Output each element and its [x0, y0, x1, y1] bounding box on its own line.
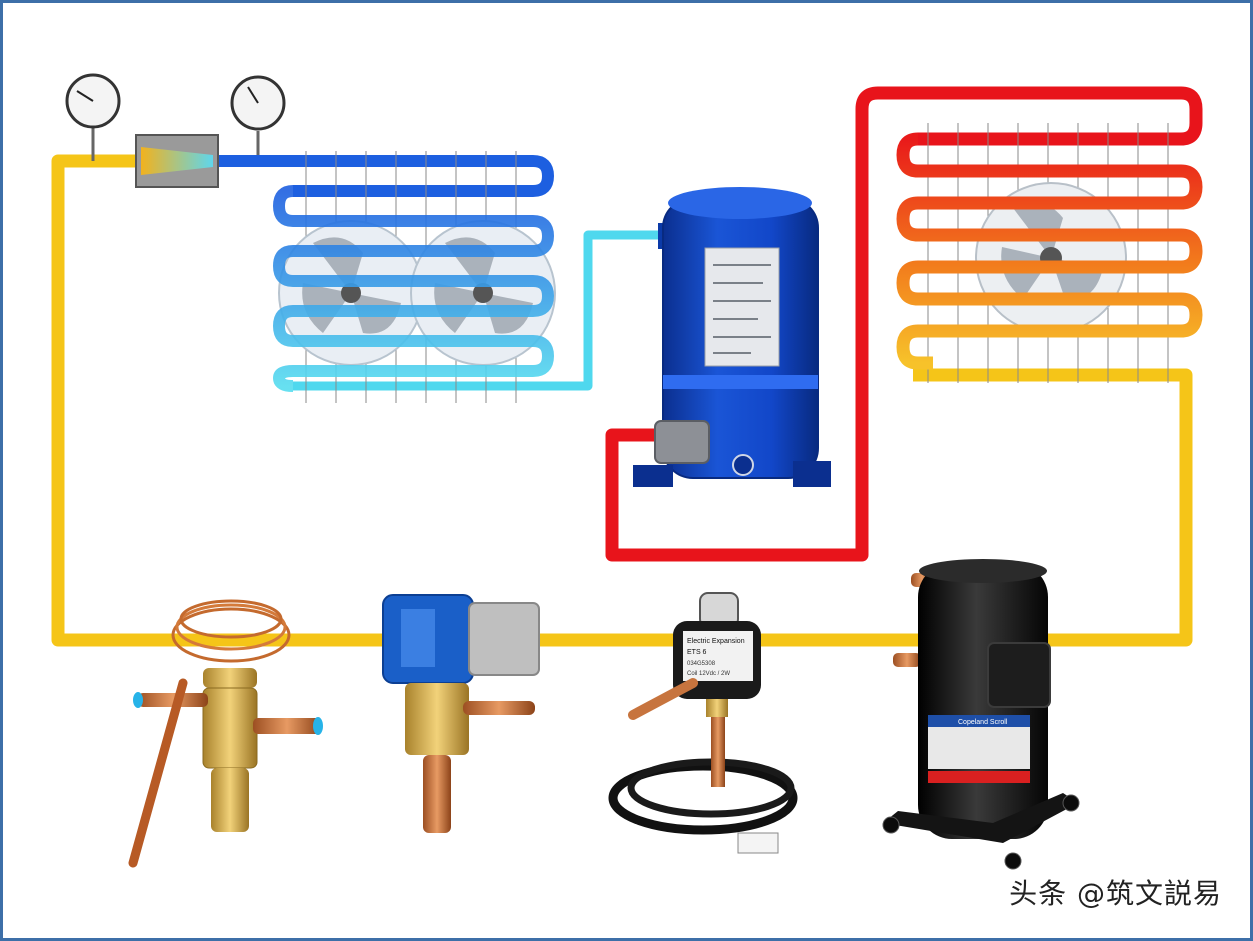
electronic-expansion-valve-icon: Electric Expansion ETS 6 034G5308 Coil 1…	[608, 592, 798, 854]
expansion-valve-icon	[135, 134, 219, 188]
evaporator-coil	[272, 185, 555, 392]
eev-model-label: ETS 6	[687, 649, 707, 656]
discharge-line	[605, 86, 1203, 562]
eev-spec-label: Coil 12Vdc / 2W	[687, 671, 730, 677]
compressor-icon	[633, 187, 831, 487]
evaporator	[272, 151, 556, 403]
eev-title-label: Electric Expansion	[687, 638, 745, 645]
diagram-svg: Electric Expansion ETS 6 034G5308 Coil 1…	[51, 73, 1203, 870]
condenser-coil	[896, 132, 1203, 370]
watermark: 头条 @筑文説易	[1009, 877, 1222, 910]
thermal-expansion-valve-icon	[128, 599, 323, 868]
eev-code-label: 034G5308	[687, 661, 716, 667]
condenser	[896, 123, 1203, 383]
scroll-compressor-icon: Copeland Scroll	[882, 559, 1080, 870]
suction-line	[293, 230, 663, 391]
pressure-gauge-icon	[230, 75, 286, 131]
valve-outlet-line	[218, 155, 555, 197]
scroll-brand-label: Copeland Scroll	[958, 719, 1008, 726]
pressure-gauge-icon	[65, 73, 121, 129]
solenoid-valve-icon	[382, 594, 540, 833]
liquid-line	[51, 154, 1193, 647]
